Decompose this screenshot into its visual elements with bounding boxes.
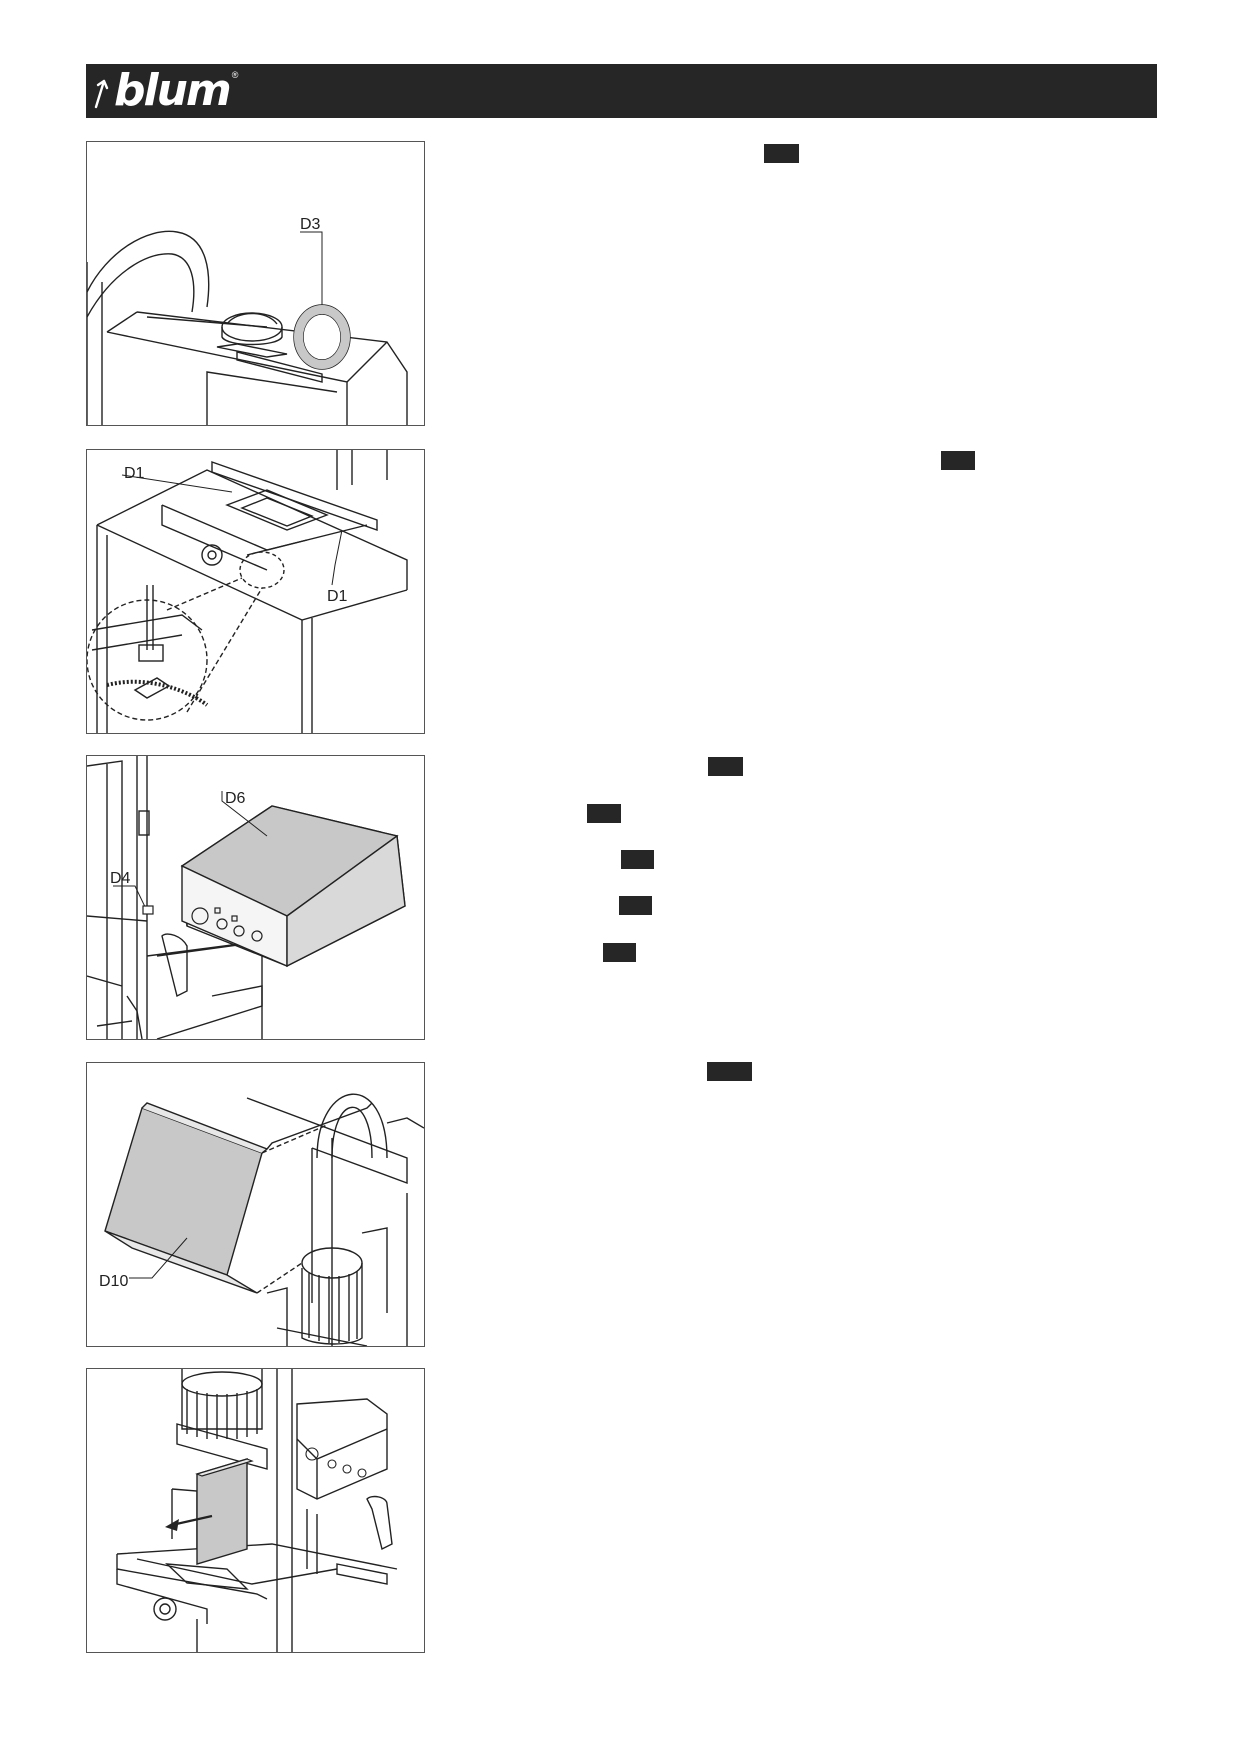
logo-arrow-icon <box>94 79 109 109</box>
figure-4: D10 <box>86 1062 425 1347</box>
figure-4-drawing: D10 <box>99 1093 424 1346</box>
label-d3: D3 <box>300 216 321 233</box>
step-marker <box>621 850 654 869</box>
registered-mark: ® <box>231 70 239 80</box>
label-d4: D4 <box>110 870 131 887</box>
figure-2: D1 D1 <box>86 449 425 734</box>
label-d1-top: D1 <box>124 465 145 482</box>
step-marker <box>707 1062 752 1081</box>
label-d1-bottom: D1 <box>327 588 348 605</box>
brand-name: blum <box>114 65 232 116</box>
figure-2-drawing: D1 D1 <box>87 450 408 733</box>
label-d6: D6 <box>225 790 246 807</box>
figure-3-drawing: D6 D4 <box>87 756 406 1039</box>
figure-5-drawing <box>116 1369 398 1652</box>
figure-1: D3 <box>86 141 425 426</box>
step-marker <box>708 757 743 776</box>
step-marker <box>764 144 799 163</box>
header-bar: blum ® <box>86 64 1157 118</box>
figure-5 <box>86 1368 425 1653</box>
step-marker <box>619 896 652 915</box>
step-marker <box>587 804 621 823</box>
brand-logo: blum ® <box>92 64 239 118</box>
figure-1-drawing: D3 <box>87 216 408 425</box>
label-d10: D10 <box>99 1273 128 1290</box>
step-marker <box>603 943 636 962</box>
figure-3: D6 D4 <box>86 755 425 1040</box>
step-marker <box>941 451 975 470</box>
